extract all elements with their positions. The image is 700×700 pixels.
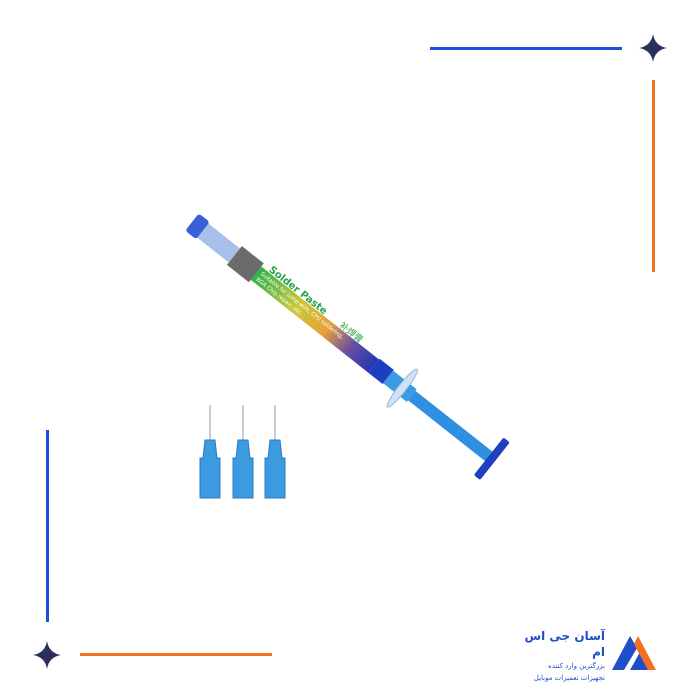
decor-line-right-orange xyxy=(652,80,655,272)
decor-line-top-blue xyxy=(430,47,622,50)
needle-tips-image xyxy=(199,405,286,499)
sparkle-star-icon xyxy=(639,34,667,62)
brand-text: آسان جی اس ام بزرگترین وارد کننده تجهیزا… xyxy=(515,628,605,684)
brand-logo-icon xyxy=(612,636,656,670)
decor-line-left-blue xyxy=(46,430,49,622)
sparkle-star-icon xyxy=(33,641,61,669)
brand-tagline-1: بزرگترین وارد کننده xyxy=(548,662,605,670)
brand-name: آسان جی اس ام xyxy=(524,629,605,659)
label-line1: Suitable for jump wire, CPU soldering, xyxy=(259,271,345,340)
brand-tagline-2: تجهیزات تعمیرات موبایل xyxy=(533,674,605,682)
decor-line-bottom-orange xyxy=(80,653,272,656)
